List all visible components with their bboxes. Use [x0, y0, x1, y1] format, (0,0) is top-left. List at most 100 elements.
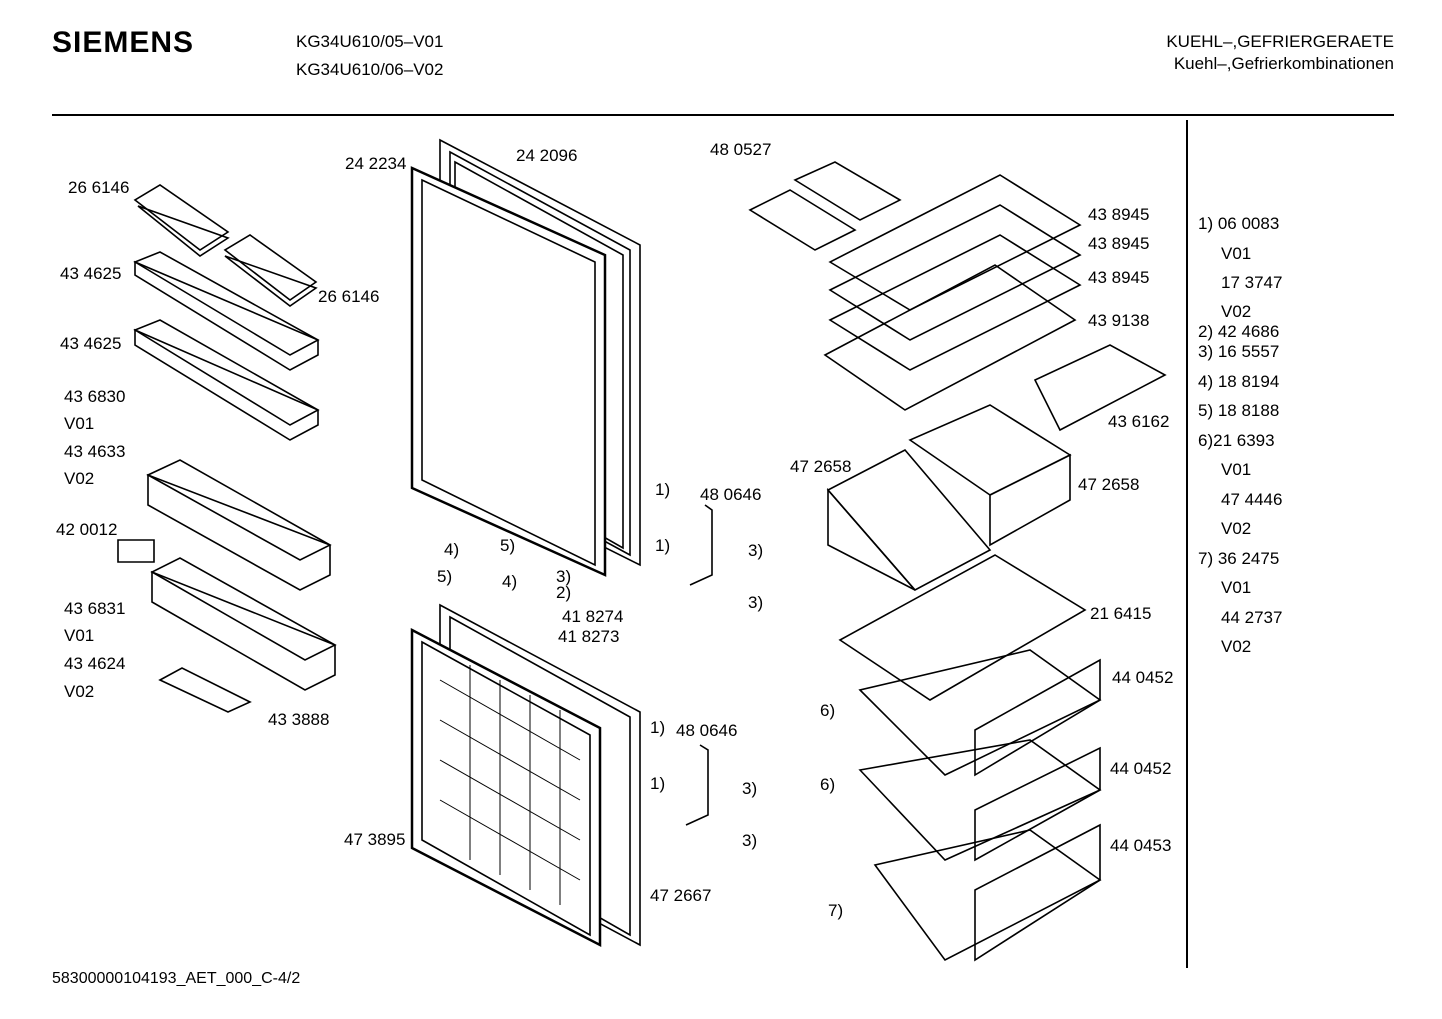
callout: 26 6146: [318, 287, 380, 306]
legend-entry: V01: [1221, 460, 1252, 479]
egg-tray: [160, 668, 250, 712]
legend-entry: V02: [1221, 519, 1252, 538]
callout: 43 3888: [268, 710, 330, 729]
callout: V01: [64, 626, 95, 645]
category-title: KUEHL–,GEFRIERGERAETE: [1166, 32, 1394, 51]
legend-entry: 1) 06 0083: [1198, 214, 1280, 233]
fridge-door-gasket: [412, 168, 605, 575]
callout: 3): [742, 831, 758, 850]
freezer-door-gasket: [412, 630, 600, 945]
bottle-rack: [1035, 345, 1165, 430]
callout: 4): [444, 540, 460, 559]
callout: 43 8945: [1088, 234, 1150, 253]
door-shelf-4: [152, 558, 335, 690]
callout: 41 8273: [558, 627, 620, 646]
callout: 3): [748, 541, 764, 560]
callout: 24 2096: [516, 146, 578, 165]
legend-entry: 17 3747: [1221, 273, 1283, 292]
legend-entry: V02: [1221, 637, 1252, 656]
callout: 1): [650, 718, 666, 737]
ice-tray-2: [750, 190, 855, 250]
hinge-lower: [686, 745, 708, 825]
legend-entry: 4) 18 8194: [1198, 372, 1280, 391]
callout: 3): [748, 593, 764, 612]
callout: 43 6831: [64, 599, 126, 618]
legend-divider: [1186, 120, 1188, 968]
callout: 1): [655, 536, 671, 555]
callout: 43 4633: [64, 442, 126, 461]
callout: 47 3895: [344, 830, 406, 849]
callout: 41 8274: [562, 607, 624, 626]
callout: 43 6830: [64, 387, 126, 406]
glass-shelf-2: [830, 205, 1080, 340]
glass-cover: [840, 555, 1085, 700]
callout: 48 0646: [676, 721, 738, 740]
butter-lid-2: [225, 235, 316, 306]
callout: 1): [655, 480, 671, 499]
callout: 43 4625: [60, 334, 122, 353]
model-number-1: KG34U610/05–V01: [296, 32, 444, 51]
callout: 43 4624: [64, 654, 126, 673]
callout: 42 0012: [56, 520, 118, 539]
glass-shelf-4: [825, 265, 1075, 410]
door-shelf-1: [135, 252, 318, 370]
callout: 43 8945: [1088, 205, 1150, 224]
callout: V01: [64, 414, 95, 433]
callout: 1): [650, 774, 666, 793]
callout: 7): [828, 901, 844, 920]
legend-entry: V01: [1221, 578, 1252, 597]
legend-entry: 47 4446: [1221, 490, 1283, 509]
callout: 5): [437, 567, 453, 586]
glass-shelf-1: [830, 175, 1080, 310]
callout: V02: [64, 469, 95, 488]
callout: 43 6162: [1108, 412, 1170, 431]
callout: 24 2234: [345, 154, 407, 173]
legend-entry: 3) 16 5557: [1198, 342, 1280, 361]
callout: 6): [820, 701, 836, 720]
callout: 4): [502, 572, 518, 591]
callout: 3): [556, 567, 572, 586]
callout: 43 9138: [1088, 311, 1150, 330]
callout: 48 0527: [710, 140, 772, 159]
callout: 44 0453: [1110, 836, 1172, 855]
legend-entry: V02: [1221, 302, 1252, 321]
ice-tray-1: [795, 162, 900, 220]
callout: 6): [820, 775, 836, 794]
door-shelf-2: [135, 320, 318, 440]
legend-entry: 6)21 6393: [1198, 431, 1275, 450]
vegetable-bin-2: [910, 405, 1070, 545]
header-divider: [52, 114, 1394, 116]
hinge-upper: [690, 505, 712, 585]
butter-lid-1: [135, 185, 228, 256]
legend-entry: 7) 36 2475: [1198, 549, 1280, 568]
freezer-drawer-1: [860, 650, 1100, 775]
category-subtitle: Kuehl–,Gefrierkombinationen: [1173, 54, 1394, 73]
legend-entry: V01: [1221, 244, 1252, 263]
small-container: [118, 540, 154, 562]
document-id: 58300000104193_AET_000_C-4/2: [52, 970, 301, 987]
callout: 26 6146: [68, 178, 130, 197]
callout: 44 0452: [1112, 668, 1174, 687]
model-number-2: KG34U610/06–V02: [296, 60, 444, 79]
callout: 47 2658: [790, 457, 852, 476]
callout: V02: [64, 682, 95, 701]
door-pattern: [440, 665, 580, 905]
callout: 47 2667: [650, 886, 712, 905]
callout: 43 4625: [60, 264, 122, 283]
callout: 47 2658: [1078, 475, 1140, 494]
legend-entry: 2) 42 4686: [1198, 322, 1280, 341]
callout: 2): [556, 583, 572, 602]
callout: 44 0452: [1110, 759, 1172, 778]
legend-entry: 44 2737: [1221, 608, 1283, 627]
callout: 5): [500, 536, 516, 555]
vegetable-bin-1: [828, 450, 990, 590]
callout: 48 0646: [700, 485, 762, 504]
callout: 21 6415: [1090, 604, 1152, 623]
glass-shelf-3: [830, 235, 1080, 370]
brand-logo: SIEMENS: [52, 26, 195, 59]
callout: 43 8945: [1088, 268, 1150, 287]
callout: 3): [742, 779, 758, 798]
freezer-drawer-2: [860, 740, 1100, 860]
door-shelf-3: [148, 460, 330, 590]
